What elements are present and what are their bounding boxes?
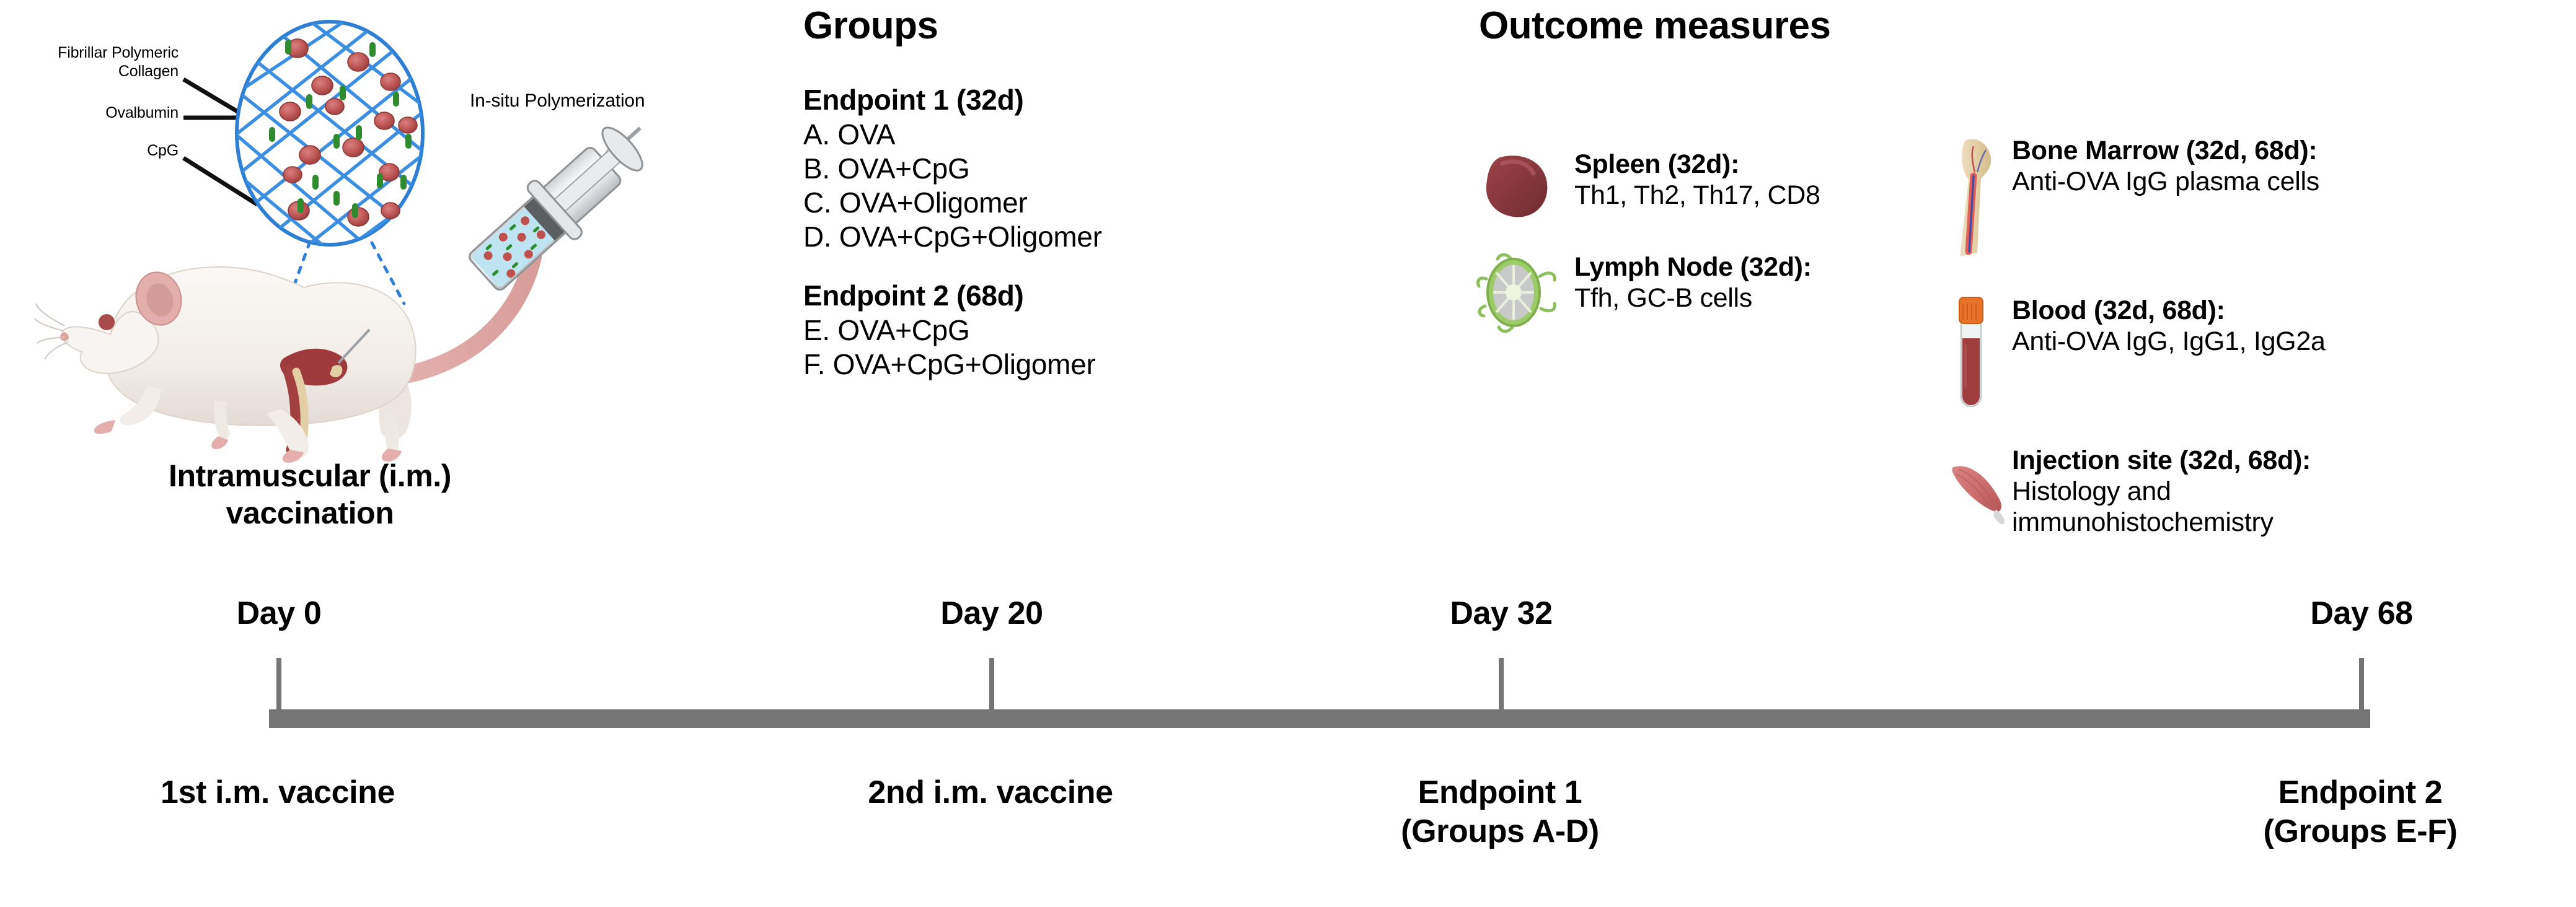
outcome-text: Lymph Node (32d): Tfh, GC-B cells — [1574, 252, 1812, 313]
groups-block: Endpoint 2 (68d) E. OVA+CpG F. OVA+CpG+O… — [803, 278, 1361, 382]
timeline-tick-day-32 — [1499, 658, 1504, 711]
timeline-event-day-68: Endpoint 2 (Groups E-F) — [2264, 773, 2458, 851]
outcome-text: Blood (32d, 68d): Anti-OVA IgG, IgG1, Ig… — [2012, 295, 2326, 357]
vaccination-caption-line2: vaccination — [226, 496, 394, 530]
vaccination-caption-line1: Intramuscular (i.m.) — [169, 458, 451, 493]
timeline-day-label-0: Day 0 — [236, 595, 322, 631]
blood-tube-icon — [1952, 295, 2012, 413]
timeline-event-line: 1st i.m. vaccine — [160, 774, 395, 810]
timeline-event-line: 2nd i.m. vaccine — [868, 774, 1113, 810]
groups-heading: Groups — [803, 4, 938, 47]
callout-label-cpg: CpG — [147, 142, 179, 159]
timeline-event-line: (Groups E-F) — [2263, 813, 2458, 849]
outcome-measures-heading: Outcome measures — [1479, 4, 1831, 47]
timeline-tick-day-20 — [989, 658, 994, 711]
outcome-item-blood: Blood (32d, 68d): Anti-OVA IgG, IgG1, Ig… — [1952, 295, 2572, 413]
outcome-detail: Th1, Th2, Th17, CD8 — [1574, 180, 1820, 210]
timeline-event-line: Endpoint 1 — [1418, 774, 1582, 810]
timeline-event-day-20: 2nd i.m. vaccine — [868, 773, 1113, 812]
timeline-day-label-68: Day 68 — [2310, 595, 2413, 631]
group-item: C. OVA+Oligomer — [803, 186, 1028, 219]
outcome-title: Injection site (32d, 68d): — [2012, 445, 2311, 475]
outcome-text: Spleen (32d): Th1, Th2, Th17, CD8 — [1574, 149, 1820, 211]
outcome-item-injection-site: Injection site (32d, 68d): Histology and… — [1952, 445, 2572, 538]
in-situ-polymerization-label: In-situ Polymerization — [470, 90, 645, 111]
outcome-item-bone-marrow: Bone Marrow (32d, 68d): Anti-OVA IgG pla… — [1952, 135, 2572, 259]
group-item: A. OVA — [803, 118, 896, 151]
outcome-text: Bone Marrow (32d, 68d): Anti-OVA IgG pla… — [2012, 135, 2319, 197]
groups-list: Endpoint 1 (32d) A. OVA B. OVA+CpG C. OV… — [803, 82, 1361, 382]
timeline-axis — [269, 709, 2370, 728]
callout-label-ovalbumin: Ovalbumin — [105, 104, 179, 121]
group-block-title: Endpoint 2 (68d) — [803, 279, 1024, 312]
timeline-tick-day-68 — [2359, 658, 2364, 711]
lymph-node-icon — [1475, 252, 1574, 333]
outcome-detail: Anti-OVA IgG plasma cells — [2012, 167, 2319, 196]
group-item: F. OVA+CpG+Oligomer — [803, 348, 1096, 380]
spleen-icon — [1475, 149, 1574, 223]
timeline-event-line: (Groups A-D) — [1401, 813, 1599, 849]
outcome-right-column: Bone Marrow (32d, 68d): Anti-OVA IgG pla… — [1952, 135, 2572, 538]
outcome-title: Bone Marrow (32d, 68d): — [2012, 136, 2318, 165]
syringe-icon — [469, 126, 643, 291]
group-block-title: Endpoint 1 (32d) — [803, 84, 1024, 116]
outcome-detail: immunohistochemistry — [2012, 507, 2274, 537]
outcome-title: Spleen (32d): — [1574, 149, 1740, 179]
group-item: E. OVA+CpG — [803, 314, 970, 346]
spacer — [803, 254, 1361, 278]
timeline-event-line: Endpoint 2 — [2278, 774, 2443, 810]
group-item: B. OVA+CpG — [803, 152, 970, 185]
timeline-event-day-32: Endpoint 1 (Groups A-D) — [1401, 773, 1599, 851]
outcome-title: Lymph Node (32d): — [1574, 252, 1812, 282]
collagen-hydrogel-callout — [235, 20, 425, 305]
timeline-tick-day-0 — [276, 658, 281, 711]
group-item: D. OVA+CpG+Oligomer — [803, 221, 1102, 253]
outcome-title: Blood (32d, 68d): — [2012, 296, 2225, 325]
timeline-day-label-32: Day 32 — [1450, 595, 1553, 631]
muscle-icon — [1952, 445, 2012, 529]
outcome-text: Injection site (32d, 68d): Histology and… — [2012, 445, 2311, 538]
bone-marrow-icon — [1952, 135, 2012, 259]
outcome-detail: Anti-OVA IgG, IgG1, IgG2a — [2012, 326, 2326, 356]
callout-label-collagen: Fibrillar Polymeric Collagen — [58, 44, 179, 80]
lab-mouse-illustration — [34, 248, 542, 463]
outcome-detail: Histology and — [2012, 476, 2171, 506]
timeline-event-day-0: 1st i.m. vaccine — [161, 773, 395, 812]
vaccination-caption: Intramuscular (i.m.) vaccination — [50, 457, 570, 532]
outcome-left-column: Spleen (32d): Th1, Th2, Th17, CD8 — [1475, 149, 1959, 333]
groups-block: Endpoint 1 (32d) A. OVA B. OVA+CpG C. OV… — [803, 82, 1361, 254]
outcome-item-spleen: Spleen (32d): Th1, Th2, Th17, CD8 — [1475, 149, 1959, 223]
outcome-item-lymph-node: Lymph Node (32d): Tfh, GC-B cells — [1475, 252, 1959, 333]
timeline-day-label-20: Day 20 — [940, 595, 1043, 631]
outcome-detail: Tfh, GC-B cells — [1574, 283, 1752, 313]
